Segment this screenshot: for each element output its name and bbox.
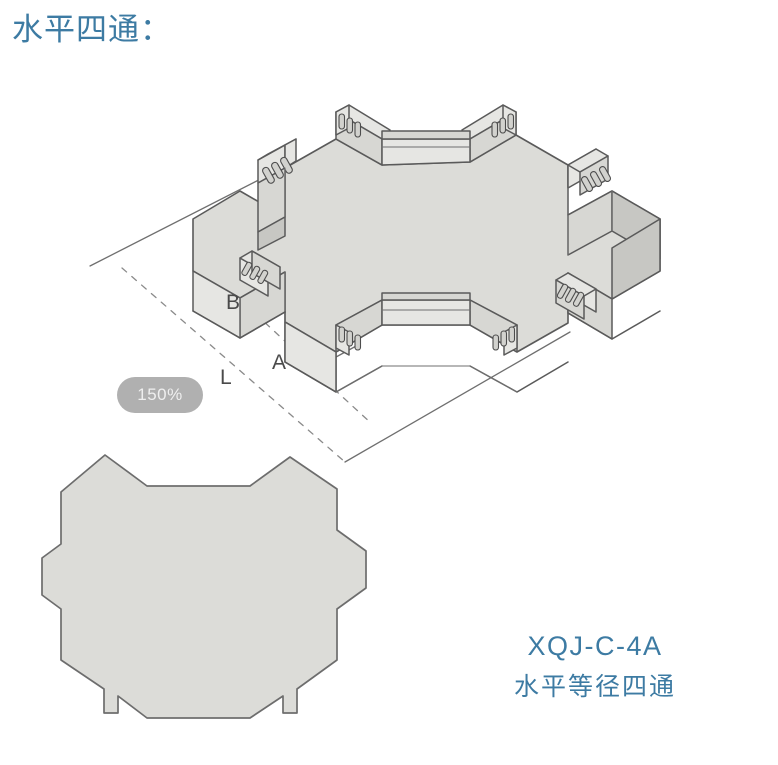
top-arm-left-rail-top — [335, 104, 391, 140]
top-arm-left-vent-slots — [338, 113, 362, 138]
product-name: 水平等径四通 — [513, 673, 676, 702]
right-side-wall — [567, 190, 661, 340]
page-title: 水平四通： — [12, 12, 172, 47]
upper-left-flange-rim — [257, 138, 297, 161]
top-arm-right-rail-top — [461, 104, 517, 140]
bottom-arm-left-rail-top — [335, 299, 391, 333]
bottom-arm-left-vent-slots — [338, 326, 362, 351]
vent-slot-icon — [499, 117, 507, 134]
vent-slot-icon — [556, 283, 569, 299]
bottom-arm-left-flange — [335, 324, 350, 356]
top-arm-right-rail-face — [469, 111, 517, 163]
lower-right-vent-slots — [556, 283, 585, 307]
vent-slot-icon — [346, 117, 354, 134]
tray-bottom-outline — [192, 310, 661, 393]
upper-left-wall-lip — [257, 216, 286, 251]
top-arm-center-rim — [381, 130, 471, 140]
vent-slot-icon — [507, 113, 515, 130]
vent-slot-icon — [241, 261, 253, 276]
dimension-label-a: A — [272, 351, 287, 374]
vent-slot-icon — [508, 326, 516, 343]
upper-right-flange-rim — [567, 148, 609, 173]
bottom-arm-right-rail-face — [469, 299, 518, 353]
left-front-wall — [192, 270, 337, 393]
top-arm-right-vent-slots — [491, 113, 515, 138]
bottom-arm-center-rim — [381, 292, 471, 301]
vent-slot-icon — [354, 334, 362, 351]
vent-slot-icon — [271, 161, 284, 179]
vent-slot-icon — [572, 291, 585, 307]
leader-line-bottom-right — [344, 331, 571, 463]
top-arm-center-wall — [381, 138, 471, 166]
cover-plate-flat-view — [41, 454, 367, 719]
upper-left-vent-slots — [262, 156, 293, 184]
vent-slot-icon — [346, 330, 354, 347]
arm-lower-left — [239, 250, 281, 297]
cover-plate-shape — [41, 454, 367, 719]
vent-slot-icon — [257, 269, 269, 284]
vent-slot-icon — [249, 265, 261, 280]
bottom-arm-right-vent-slots — [492, 326, 516, 351]
arm-bottom-front — [335, 292, 518, 356]
right-wall-corner — [611, 190, 661, 260]
front-left-face — [284, 311, 337, 393]
upper-left-flange-edge — [284, 138, 297, 169]
arm-upper-left — [257, 138, 297, 251]
vent-slot-icon — [589, 171, 603, 187]
lower-right-flange-plate — [567, 272, 597, 313]
bottom-arm-left-rail-face — [335, 299, 383, 353]
right-wall-lower — [611, 218, 661, 300]
dimension-label-b: B — [226, 291, 241, 314]
tray-deck-surface — [192, 134, 661, 353]
upper-right-flange-plate — [567, 148, 597, 189]
upper-right-vent-slots — [580, 166, 612, 192]
leader-line-a-dashed-outer — [285, 344, 373, 425]
leader-line-b-top — [89, 162, 293, 267]
arm-upper-right — [567, 148, 612, 216]
vent-slot-icon — [598, 166, 612, 182]
vent-slot-icon — [338, 326, 346, 343]
bottom-arm-right-flange — [503, 324, 518, 356]
upper-right-flange-body — [579, 155, 609, 196]
dimension-label-l: L — [220, 366, 233, 389]
zoom-level-badge[interactable]: 150% — [117, 377, 203, 413]
arm-lower-right — [555, 272, 597, 320]
vent-slot-icon — [262, 166, 275, 184]
tray-top-deck — [192, 134, 661, 353]
vent-slot-icon — [354, 121, 362, 138]
leader-line-b-bottom — [195, 274, 251, 302]
left-wall-lower-right — [284, 321, 337, 393]
upper-left-wall-outer — [257, 167, 286, 233]
lower-left-flange-rim — [239, 250, 281, 275]
vent-slot-icon — [492, 334, 500, 351]
leader-line-a — [304, 344, 359, 375]
lower-left-flange-body — [251, 250, 281, 290]
product-code: XQJ-C-4A — [527, 631, 663, 661]
vent-slot-icon — [338, 113, 346, 130]
lower-left-vent-slots — [241, 261, 269, 284]
leader-line-a-dashed-inner — [245, 304, 331, 384]
top-arm-right-flange — [502, 104, 517, 136]
product-caption: XQJ-C-4A 水平等径四通 — [440, 628, 750, 706]
lower-right-flange-body — [555, 279, 585, 320]
dimension-leader-lines — [89, 162, 571, 463]
lower-right-flange-rim — [555, 272, 597, 297]
top-arm-left-rail-face — [335, 111, 383, 166]
left-wall-upper — [239, 271, 286, 339]
vent-slot-icon — [580, 176, 594, 192]
arm-top-back — [335, 104, 517, 166]
right-wall-upper — [567, 190, 613, 256]
upper-left-flange-plate — [257, 144, 286, 184]
vent-slot-icon — [491, 121, 499, 138]
vent-slot-icon — [564, 287, 577, 303]
bottom-arm-center-wall — [381, 299, 471, 326]
vent-slot-icon — [500, 330, 508, 347]
bottom-arm-right-rail-top — [462, 299, 518, 333]
vent-slot-icon — [280, 156, 293, 174]
top-arm-left-flange — [335, 104, 350, 136]
right-wall-bottom — [567, 272, 613, 340]
lower-left-flange-plate — [239, 257, 269, 297]
